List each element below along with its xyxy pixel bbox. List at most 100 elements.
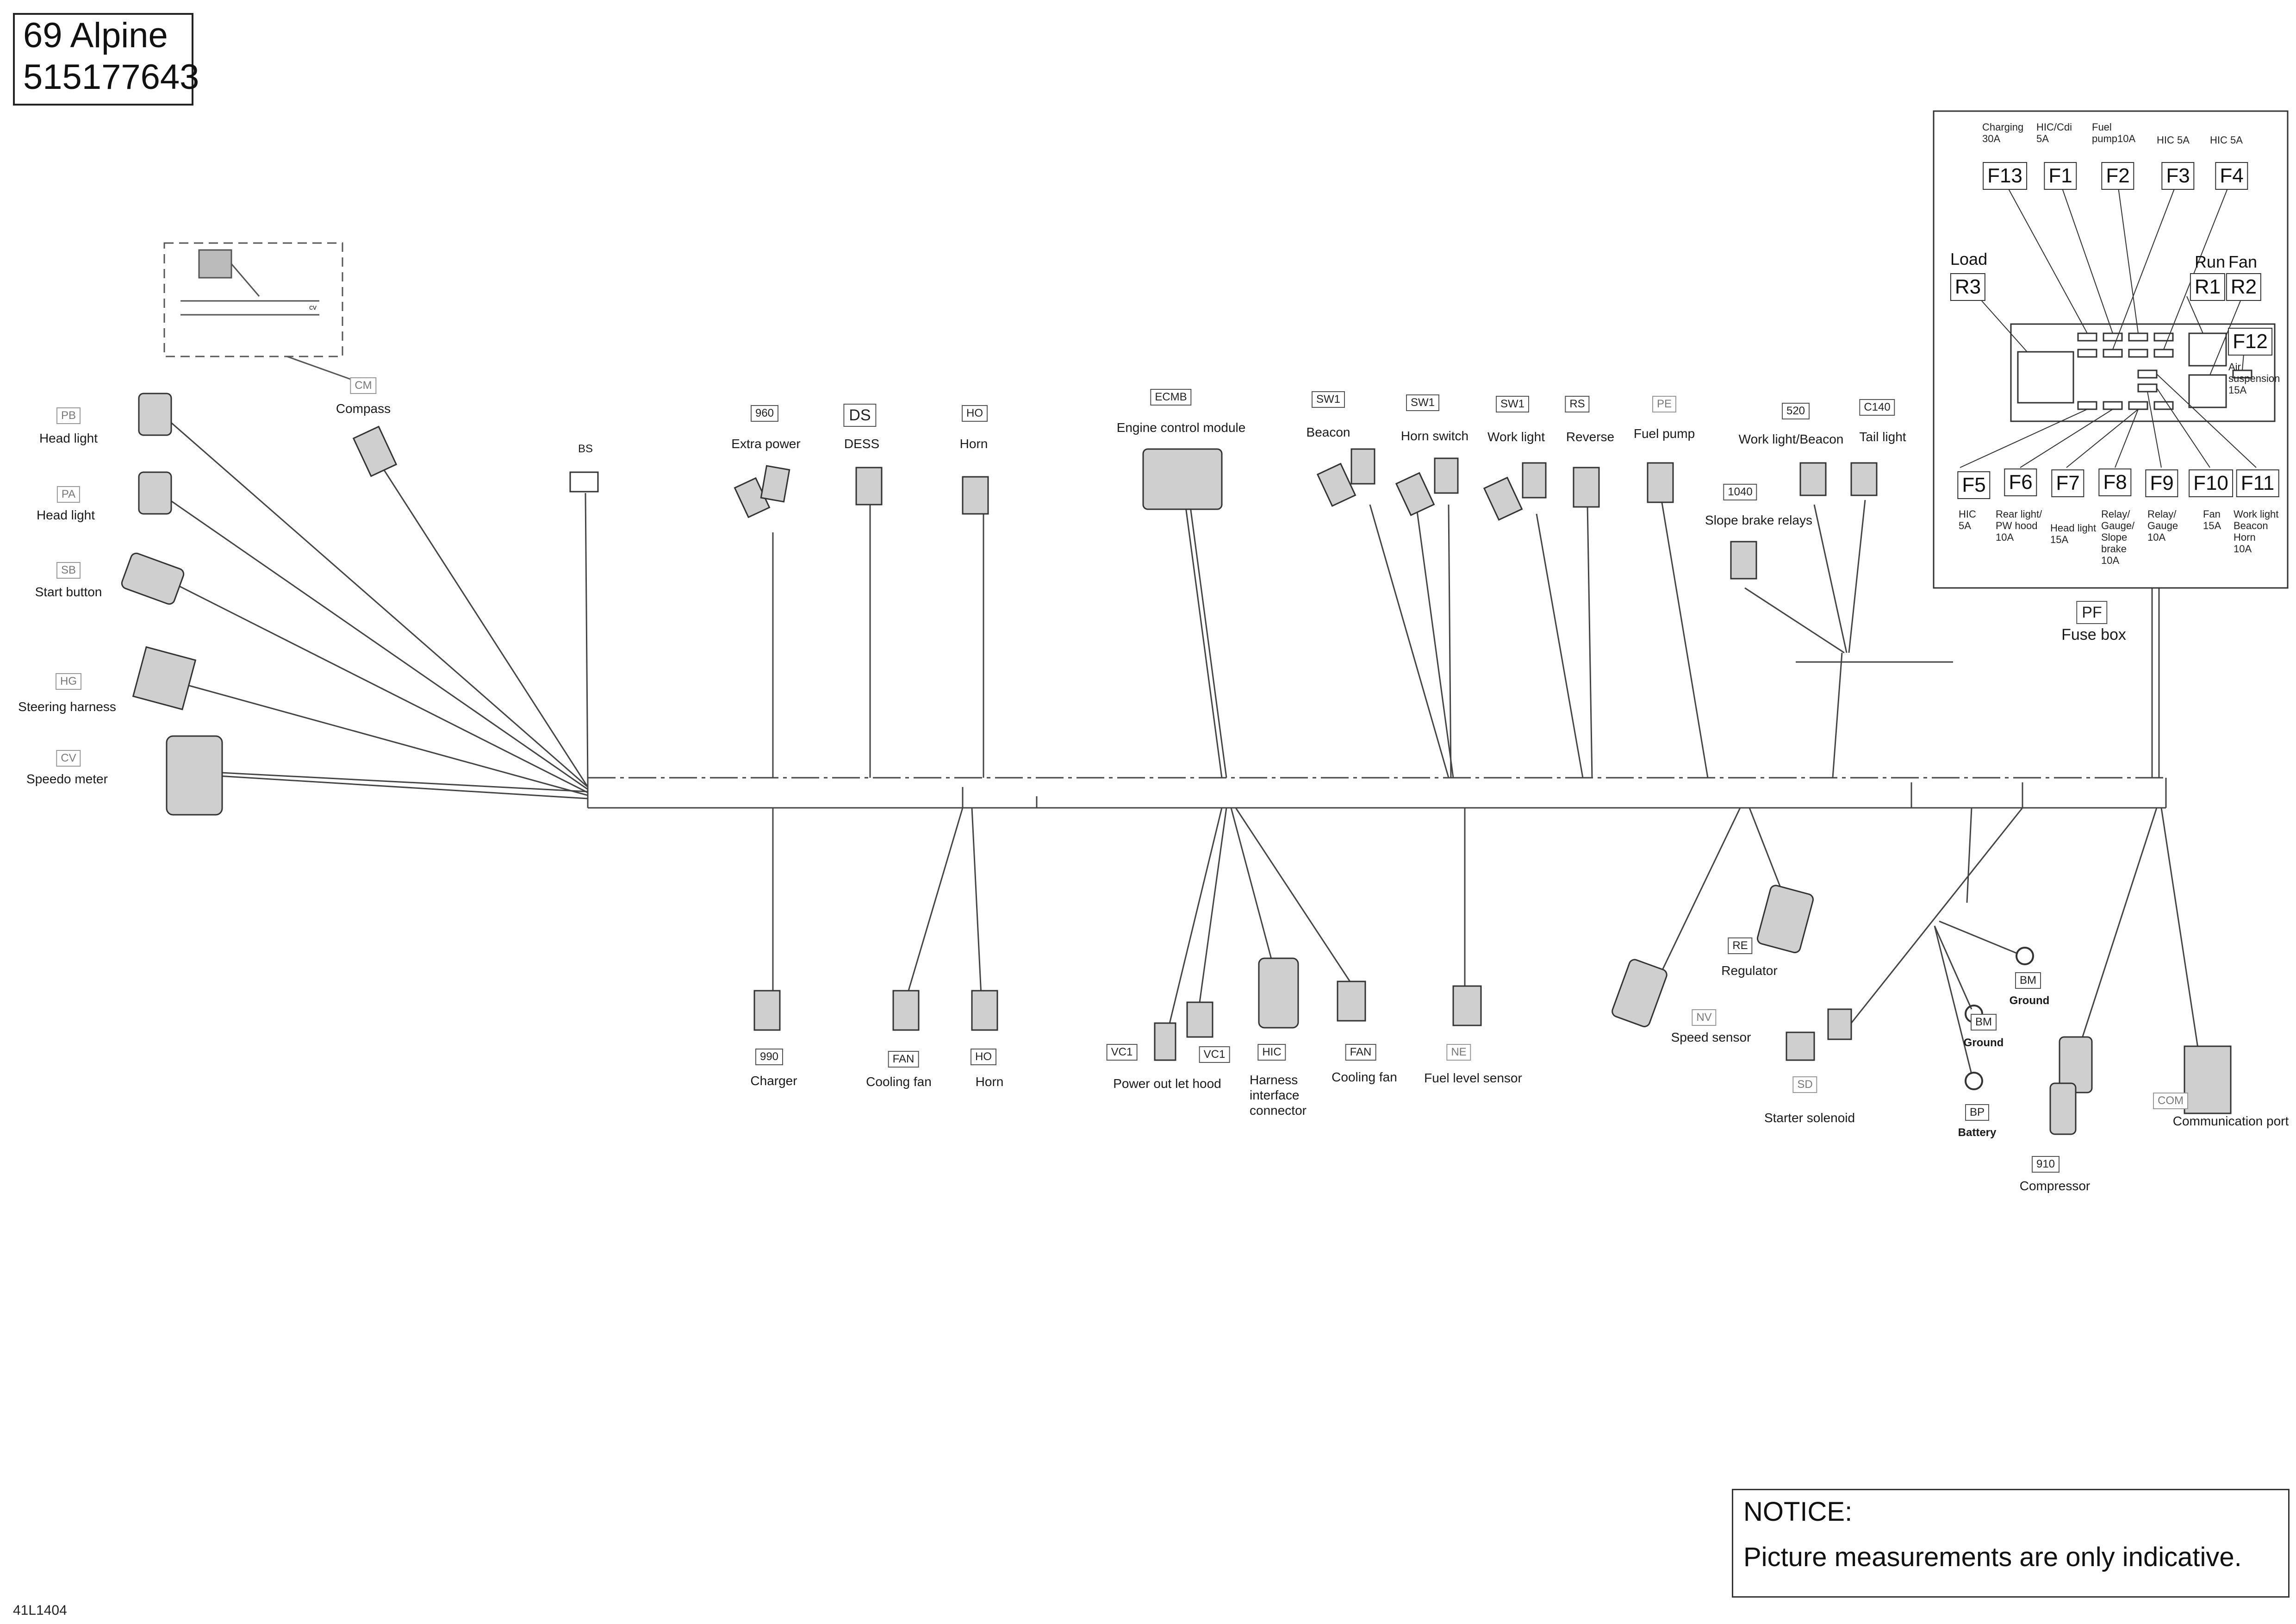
sb-label: Start button (35, 585, 102, 599)
910-code: 910 (2031, 1156, 2060, 1173)
notice-box: NOTICE: Picture measurements are only in… (1732, 1489, 2290, 1598)
bm1-code: BM (2015, 972, 2041, 989)
com-code: COM (2153, 1093, 2188, 1109)
connector-shapes (121, 393, 2232, 1135)
f4-desc: HIC 5A (2210, 134, 2243, 146)
ho-bottom-label: Horn (975, 1074, 1004, 1089)
cm-label: Compass (336, 401, 391, 416)
f6-desc-line-2: PW hood (1996, 520, 2038, 531)
r3-label: Load (1950, 250, 1988, 269)
fuse-f4: F4 (2215, 162, 2248, 190)
pa-label: Head light (36, 508, 95, 522)
fuse-f5: F5 (1957, 471, 1991, 499)
f2-desc-line-1: Fuel (2092, 121, 2112, 133)
fuse-f3: F3 (2161, 162, 2195, 190)
re-label: Regulator (1721, 963, 1778, 978)
hic-label-line-1: Harness (1250, 1073, 1298, 1087)
fan-right-code: FAN (1345, 1044, 1376, 1061)
top-branch-wires (772, 500, 2160, 778)
f11-desc-line-3: Horn (2234, 531, 2256, 543)
fuse-f8: F8 (2098, 468, 2132, 496)
main-harness-trunk (587, 777, 2167, 809)
f7-desc-line-2: 15A (2050, 534, 2069, 545)
bp-code: BP (1965, 1104, 1990, 1121)
fuse-f11: F11 (2236, 469, 2279, 497)
f8-desc-line-2: Gauge/ (2101, 520, 2135, 531)
f10-desc-line-2: 15A (2203, 520, 2221, 531)
f9-desc-line-3: 10A (2147, 531, 2166, 543)
nv-code: NV (1692, 1009, 1717, 1026)
pb-label: Head light (39, 431, 98, 445)
bm2-label: Ground (1963, 1037, 2004, 1049)
vc1-code-1: VC1 (1106, 1044, 1138, 1061)
cm-detail-label: cv (309, 304, 317, 312)
pb-code: PB (56, 407, 81, 424)
c140-label: Tail light (1859, 430, 1906, 444)
ds-code: DS (843, 404, 877, 427)
f9-desc-line-1: Relay/ (2147, 508, 2177, 520)
520-code: 520 (1781, 403, 1810, 419)
pf-label: Fuse box (2061, 626, 2126, 643)
ho-top-label: Horn (959, 437, 988, 451)
r2-label: Fan (2228, 252, 2258, 271)
910-label: Compressor (2019, 1179, 2091, 1193)
sw1-horn-code: SW1 (1406, 394, 1440, 411)
f8-desc-line-1: Relay/ (2101, 508, 2130, 520)
c140-code: C140 (1859, 399, 1895, 416)
fuse-box-leaders (1960, 180, 2257, 468)
f11-desc-line-2: Beacon (2234, 520, 2268, 531)
notice-heading: NOTICE: (1743, 1497, 1853, 1527)
title-box: 69 Alpine 515177643 (13, 13, 199, 106)
cm-code: CM (350, 377, 377, 394)
hic-label: Harness interface connector (1250, 1072, 1307, 1118)
pe-label: Fuel pump (1633, 426, 1695, 441)
f12-desc-line-3: 15A (2228, 384, 2247, 396)
sw1-work-label: Work light (1487, 430, 1545, 444)
f8-desc-line-3: Slope (2101, 531, 2128, 543)
f5-desc-line-1: HIC (1959, 508, 1976, 520)
ne-label: Fuel level sensor (1424, 1071, 1522, 1085)
f1-desc-line-1: HIC/Cdi (2036, 121, 2072, 133)
fuse-f2: F2 (2101, 162, 2134, 190)
bs-label: BS (578, 443, 593, 455)
f6-desc-line-3: 10A (1996, 531, 2014, 543)
f5-desc-line-2: 5A (1959, 520, 1971, 531)
fan-left-code: FAN (888, 1051, 919, 1068)
r1-label: Run (2195, 252, 2226, 271)
bottom-branch-wires (772, 807, 2199, 1074)
bm2-code: BM (1971, 1014, 1997, 1031)
compass-detail (163, 242, 352, 381)
1040-label: Slope brake relays (1705, 513, 1812, 527)
relay-r1: R1 (2190, 273, 2226, 301)
960-label: Extra power (731, 437, 801, 451)
com-label: Communication port (2172, 1114, 2289, 1128)
sw1-horn-label: Horn switch (1400, 429, 1469, 443)
ecmb-label: Engine control module (1116, 420, 1246, 435)
title-model: 69 Alpine (23, 16, 168, 55)
fan-right-label: Cooling fan (1332, 1070, 1397, 1084)
520-label: Work light/Beacon (1738, 432, 1844, 446)
fuse-f7: F7 (2051, 469, 2084, 497)
pe-code: PE (1652, 396, 1677, 412)
1040-code: 1040 (1723, 484, 1757, 500)
sb-code: SB (56, 562, 81, 579)
nv-label: Speed sensor (1671, 1030, 1751, 1044)
f3-desc: HIC 5A (2157, 134, 2190, 146)
f11-desc-line-1: Work light (2234, 508, 2279, 520)
ho-bottom-code: HO (971, 1049, 996, 1065)
960-code: 960 (750, 405, 779, 422)
f13-desc-line-1: Charging (1982, 121, 2024, 133)
hg-label: Steering harness (18, 700, 116, 714)
f8-desc-line-4: brake (2101, 543, 2127, 555)
f12-desc-line-2: suspension (2228, 373, 2280, 384)
sw1-work-code: SW1 (1495, 396, 1530, 412)
f9-desc-line-2: Gauge (2147, 520, 2178, 531)
fuse-f6: F6 (2004, 468, 2037, 496)
pa-code: PA (56, 486, 81, 503)
